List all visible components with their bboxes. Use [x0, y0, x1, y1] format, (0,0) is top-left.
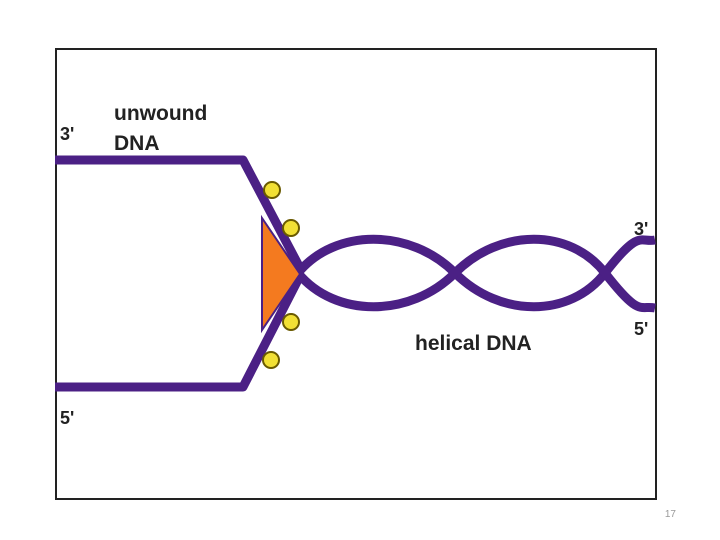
binding-protein [282, 313, 300, 331]
binding-protein [263, 181, 281, 199]
unwound-bottom-strand [55, 273, 305, 392]
left-bottom-end-label: 5' [60, 408, 74, 428]
unwound-top-strand [55, 155, 304, 271]
helicase-enzyme [261, 214, 302, 334]
helical-dna-label: helical DNA [415, 332, 532, 355]
binding-protein [262, 351, 280, 369]
helix-strand-a [294, 234, 656, 312]
binding-protein [282, 219, 300, 237]
unwound-label-line2: DNA [114, 132, 160, 155]
diagram-frame [55, 48, 657, 500]
helix-strand-b [294, 234, 656, 313]
unwound-label-line1: unwound [114, 102, 207, 125]
left-top-end-label: 3' [60, 124, 74, 144]
right-bottom-end-label: 5' [634, 319, 648, 339]
slide-number: 17 [664, 509, 676, 520]
right-top-end-label: 3' [634, 219, 648, 239]
